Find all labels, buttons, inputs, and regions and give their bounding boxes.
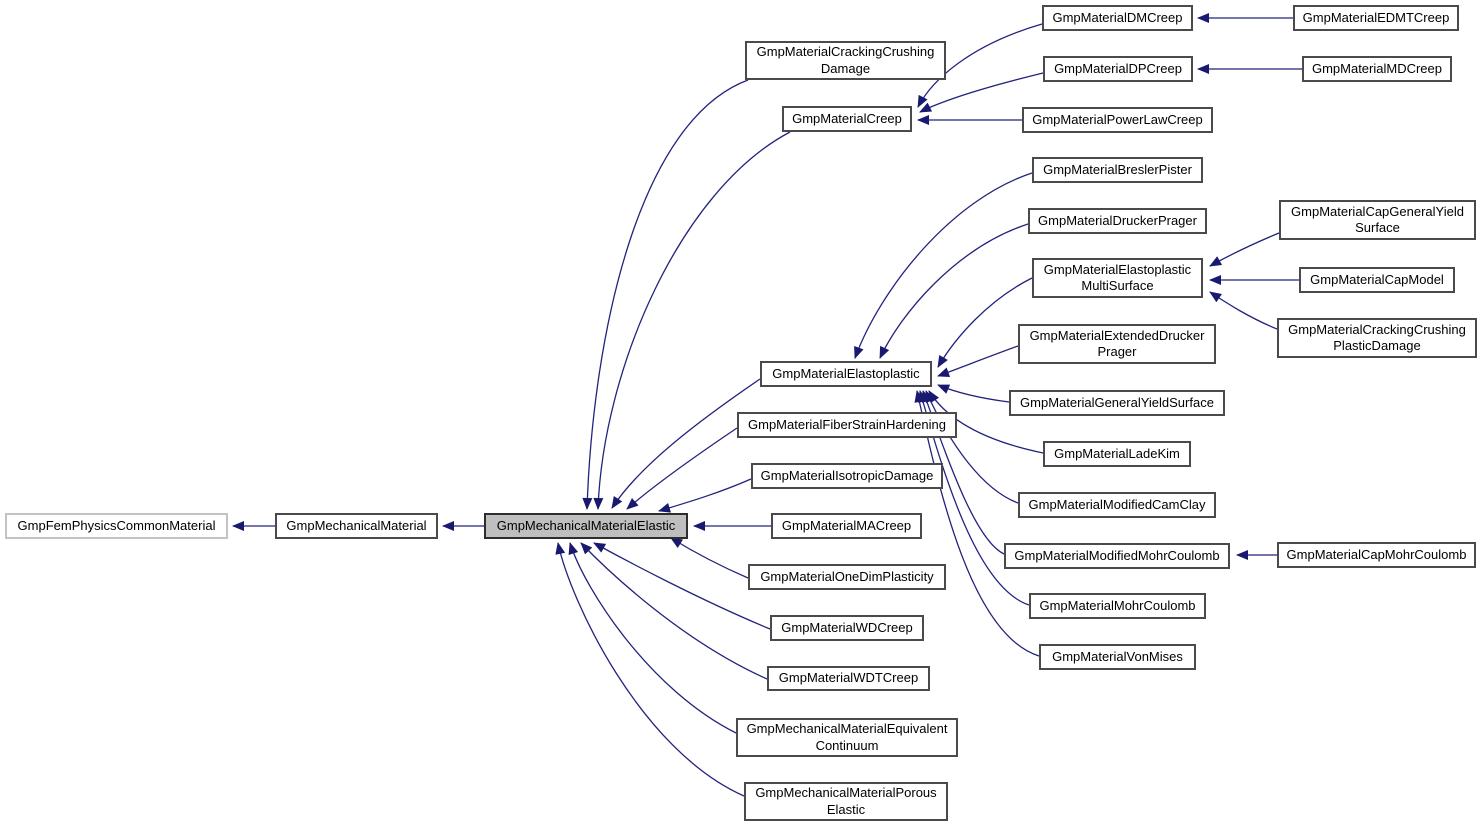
node-GmpMaterialWDCreep[interactable]: GmpMaterialWDCreep — [770, 615, 924, 641]
node-GmpMaterialWDTCreep[interactable]: GmpMaterialWDTCreep — [767, 666, 930, 691]
edge-GmpMaterialDPCreep-to-GmpMaterialCreep — [919, 72, 1044, 113]
node-GmpMaterialElastoplasticMultiSurface[interactable]: GmpMaterialElastoplastic MultiSurface — [1032, 258, 1203, 298]
edge-GmpMaterialCrackingCrushingDamage-to-GmpMechanicalMaterialElastic — [582, 79, 749, 510]
node-GmpMaterialGeneralYieldSurface[interactable]: GmpMaterialGeneralYieldSurface — [1009, 390, 1225, 416]
node-GmpMechanicalMaterialElastic[interactable]: GmpMechanicalMaterialElastic — [484, 513, 688, 539]
edge-GmpMaterialElastoplasticMultiSurface-to-GmpMaterialElastoplastic — [937, 277, 1033, 368]
node-GmpMaterialCrackingCrushingDamage[interactable]: GmpMaterialCrackingCrushing Damage — [745, 41, 946, 80]
node-GmpMaterialDruckerPrager[interactable]: GmpMaterialDruckerPrager — [1028, 208, 1207, 234]
node-GmpMechanicalMaterialPorousElastic[interactable]: GmpMechanicalMaterialPorous Elastic — [744, 782, 948, 821]
edge-GmpMaterialGeneralYieldSurface-to-GmpMaterialElastoplastic — [937, 384, 1010, 403]
edge-GmpMechanicalMaterialEquivalentContinuum-to-GmpMechanicalMaterialElastic — [568, 542, 737, 734]
edge-GmpMaterialBreslerPister-to-GmpMaterialElastoplastic — [854, 172, 1033, 359]
node-GmpMaterialExtendedDruckerPrager[interactable]: GmpMaterialExtendedDrucker Prager — [1018, 324, 1216, 364]
node-GmpMaterialMohrCoulomb[interactable]: GmpMaterialMohrCoulomb — [1029, 593, 1206, 619]
node-GmpMaterialModifiedMohrCoulomb[interactable]: GmpMaterialModifiedMohrCoulomb — [1004, 543, 1230, 569]
node-GmpMaterialCrackingCrushingPlasticDamage[interactable]: GmpMaterialCrackingCrushing PlasticDamag… — [1277, 318, 1477, 358]
edge-GmpMaterialDruckerPrager-to-GmpMaterialElastoplastic — [879, 223, 1029, 359]
node-GmpMaterialMACreep[interactable]: GmpMaterialMACreep — [771, 513, 922, 539]
node-GmpMaterialModifiedCamClay[interactable]: GmpMaterialModifiedCamClay — [1018, 492, 1216, 518]
edge-GmpMechanicalMaterialPorousElastic-to-GmpMechanicalMaterialElastic — [555, 542, 745, 797]
edge-GmpMaterialLadeKim-to-GmpMaterialElastoplastic — [928, 390, 1044, 454]
edge-GmpMaterialFiberStrainHardening-to-GmpMechanicalMaterialElastic — [626, 427, 738, 510]
node-GmpMaterialLadeKim[interactable]: GmpMaterialLadeKim — [1043, 441, 1191, 467]
node-GmpMaterialFiberStrainHardening[interactable]: GmpMaterialFiberStrainHardening — [737, 412, 957, 438]
node-GmpMaterialCapGeneralYieldSurface[interactable]: GmpMaterialCapGeneralYield Surface — [1279, 200, 1476, 240]
node-GmpMaterialIsotropicDamage[interactable]: GmpMaterialIsotropicDamage — [751, 463, 943, 489]
edge-GmpMaterialElastoplastic-to-GmpMechanicalMaterialElastic — [611, 378, 761, 509]
node-GmpMaterialBreslerPister[interactable]: GmpMaterialBreslerPister — [1032, 157, 1203, 183]
edge-GmpMaterialOneDimPlasticity-to-GmpMechanicalMaterialElastic — [670, 537, 749, 579]
node-GmpMaterialMDCreep[interactable]: GmpMaterialMDCreep — [1302, 56, 1452, 82]
edge-GmpMaterialIsotropicDamage-to-GmpMechanicalMaterialElastic — [658, 478, 752, 513]
node-GmpMaterialEDMTCreep[interactable]: GmpMaterialEDMTCreep — [1293, 5, 1459, 31]
node-GmpMaterialDPCreep[interactable]: GmpMaterialDPCreep — [1043, 56, 1193, 82]
edge-GmpMaterialCrackingCrushingPlasticDamage-to-GmpMaterialElastoplasticMultiSurface — [1209, 291, 1278, 330]
node-GmpMaterialElastoplastic[interactable]: GmpMaterialElastoplastic — [760, 361, 932, 387]
node-GmpMaterialVonMises[interactable]: GmpMaterialVonMises — [1039, 644, 1196, 670]
edge-GmpMaterialWDTCreep-to-GmpMechanicalMaterialElastic — [580, 542, 768, 680]
node-GmpFemPhysicsCommonMaterial[interactable]: GmpFemPhysicsCommonMaterial — [5, 513, 228, 539]
node-GmpMaterialCapMohrCoulomb[interactable]: GmpMaterialCapMohrCoulomb — [1277, 542, 1476, 568]
node-GmpMechanicalMaterial[interactable]: GmpMechanicalMaterial — [275, 513, 438, 539]
node-GmpMaterialCapModel[interactable]: GmpMaterialCapModel — [1299, 267, 1455, 293]
edge-GmpMaterialExtendedDruckerPrager-to-GmpMaterialElastoplastic — [937, 345, 1019, 377]
node-GmpMechanicalMaterialEquivalentContinuum[interactable]: GmpMechanicalMaterialEquivalent Continuu… — [736, 718, 958, 757]
node-GmpMaterialCreep[interactable]: GmpMaterialCreep — [782, 106, 912, 132]
edge-GmpMaterialCapGeneralYieldSurface-to-GmpMaterialElastoplasticMultiSurface — [1209, 232, 1280, 267]
node-GmpMaterialDMCreep[interactable]: GmpMaterialDMCreep — [1042, 5, 1193, 31]
edge-GmpMaterialDMCreep-to-GmpMaterialCreep — [917, 23, 1043, 108]
edge-GmpMaterialWDCreep-to-GmpMechanicalMaterialElastic — [593, 542, 771, 630]
node-GmpMaterialPowerLawCreep[interactable]: GmpMaterialPowerLawCreep — [1022, 107, 1213, 133]
edge-GmpMaterialModifiedCamClay-to-GmpMaterialElastoplastic — [925, 390, 1019, 504]
node-GmpMaterialOneDimPlasticity[interactable]: GmpMaterialOneDimPlasticity — [748, 564, 946, 590]
edge-GmpMaterialCreep-to-GmpMechanicalMaterialElastic — [593, 131, 791, 510]
